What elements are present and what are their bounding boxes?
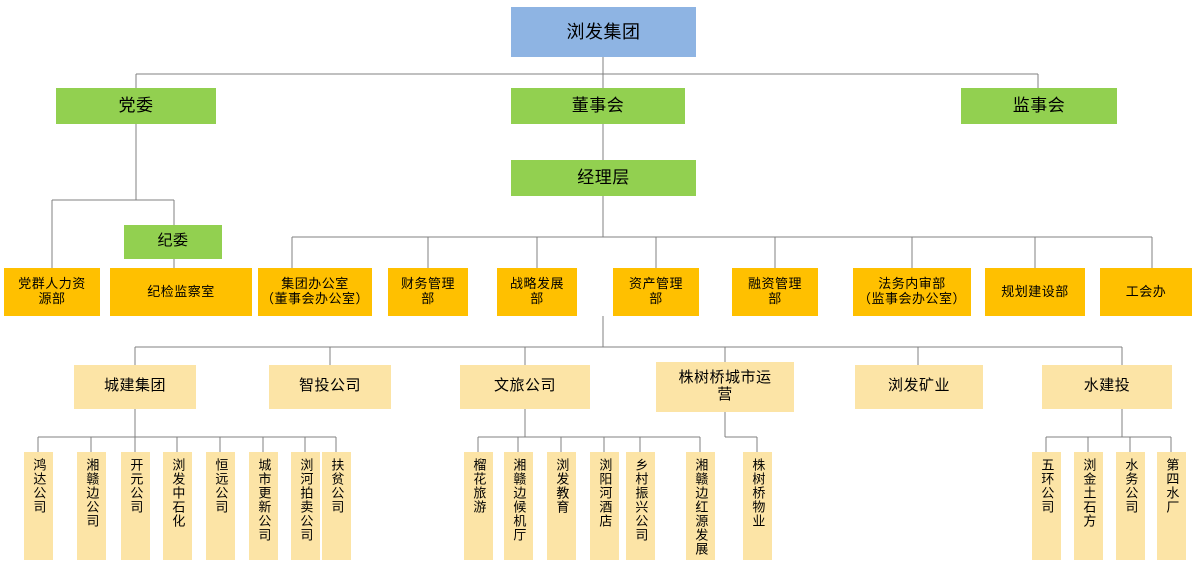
node-subsidiary-zhushuqiao-urban[interactable]: 株树桥城市运 营 (656, 362, 794, 412)
node-discipline-committee[interactable]: 纪委 (124, 225, 222, 259)
node-leaf-xianggan-terminal[interactable]: 湘赣边候机厅 (504, 452, 533, 560)
node-leaf-hengyuan[interactable]: 恒远公司 (206, 452, 235, 560)
node-department-planning-construction[interactable]: 规划建设部 (985, 268, 1085, 316)
node-leaf-liuyanghe-hotel[interactable]: 浏阳河酒店 (590, 452, 619, 560)
node-leaf-fupin[interactable]: 扶贫公司 (322, 452, 351, 560)
node-department-asset[interactable]: 资产管理 部 (613, 268, 699, 316)
node-subsidiary-wenlv[interactable]: 文旅公司 (460, 365, 590, 409)
node-leaf-urban-renewal[interactable]: 城市更新公司 (249, 452, 278, 560)
node-board-of-supervisors[interactable]: 监事会 (961, 88, 1117, 124)
node-subsidiary-liufa-mining[interactable]: 浏发矿业 (855, 365, 983, 409)
node-department-group-office[interactable]: 集团办公室 （董事会办公室） (258, 268, 372, 316)
node-leaf-xianggan-hongyuan[interactable]: 湘赣边红源发展 (686, 452, 715, 560)
node-department-discipline-inspection[interactable]: 纪检监察室 (110, 268, 252, 316)
node-party-committee[interactable]: 党委 (56, 88, 216, 124)
node-management[interactable]: 经理层 (511, 160, 696, 196)
node-leaf-liufa-sinopec[interactable]: 浏发中石化 (163, 452, 192, 560)
node-department-finance[interactable]: 财务管理 部 (388, 268, 468, 316)
node-subsidiary-zhitou[interactable]: 智投公司 (269, 365, 391, 409)
node-leaf-rural-revitalization[interactable]: 乡村振兴公司 (626, 452, 655, 560)
node-subsidiary-shuijiantou[interactable]: 水建投 (1042, 365, 1172, 409)
node-root[interactable]: 浏发集团 (511, 7, 696, 57)
node-leaf-wuhuan[interactable]: 五环公司 (1032, 452, 1061, 560)
node-leaf-hongda[interactable]: 鸿达公司 (24, 452, 53, 560)
node-department-strategy[interactable]: 战略发展 部 (497, 268, 577, 316)
node-leaf-xianggan-border[interactable]: 湘赣边公司 (77, 452, 106, 560)
node-leaf-liufa-education[interactable]: 浏发教育 (547, 452, 576, 560)
node-leaf-kaiyuan[interactable]: 开元公司 (121, 452, 150, 560)
node-leaf-liuhe-auction[interactable]: 浏河拍卖公司 (291, 452, 320, 560)
node-department-legal-audit[interactable]: 法务内审部 （监事会办公室） (853, 268, 971, 316)
node-leaf-fourth-waterworks[interactable]: 第四水厂 (1157, 452, 1186, 560)
node-department-union-office[interactable]: 工会办 (1100, 268, 1192, 316)
node-board-of-directors[interactable]: 董事会 (511, 88, 685, 124)
node-subsidiary-chengjian-group[interactable]: 城建集团 (74, 365, 196, 409)
node-department-financing[interactable]: 融资管理 部 (732, 268, 818, 316)
node-leaf-liuhua-tourism[interactable]: 榴花旅游 (464, 452, 493, 560)
node-leaf-water-affairs[interactable]: 水务公司 (1116, 452, 1145, 560)
node-leaf-zhushuqiao-property[interactable]: 株树桥物业 (743, 452, 772, 560)
node-leaf-liujin-earthwork[interactable]: 浏金土石方 (1074, 452, 1103, 560)
node-department-party-hr[interactable]: 党群人力资 源部 (4, 268, 100, 316)
